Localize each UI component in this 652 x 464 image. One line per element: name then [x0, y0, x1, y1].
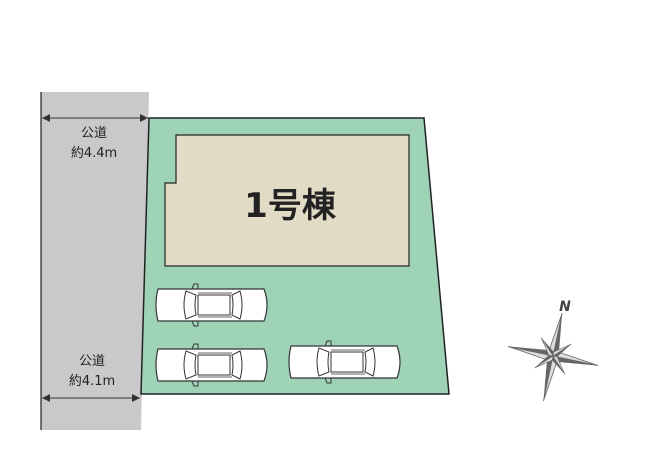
building-label: 1号棟	[244, 186, 337, 226]
building-footprint	[164, 134, 410, 267]
public-road	[41, 92, 149, 430]
parked-car	[288, 340, 401, 384]
parked-car	[155, 283, 268, 327]
road-width-lower: 約4.1m	[69, 374, 115, 389]
road-width-upper: 約4.4m	[71, 146, 117, 161]
road-width-dimension-lower: 公道 約4.1m	[42, 354, 140, 402]
parked-car	[155, 343, 268, 387]
road-name-lower: 公道	[79, 354, 105, 369]
compass-icon	[507, 312, 599, 402]
road-width-dimension-upper: 公道 約4.4m	[42, 114, 148, 161]
compass-north-label: N	[559, 299, 571, 315]
road-name-upper: 公道	[81, 126, 107, 141]
